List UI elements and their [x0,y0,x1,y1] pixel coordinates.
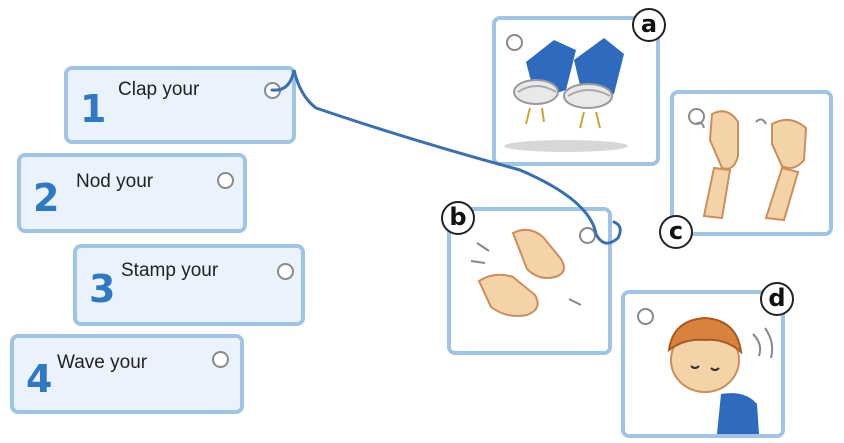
clapping-hands-icon [470,228,582,317]
phrase-number: 2 [33,176,60,220]
hole-icon [637,308,654,325]
phrase-text: Wave your [57,352,148,373]
phrase-tag-1[interactable]: 1 Clap your [64,66,296,144]
hole-icon [506,34,523,51]
phrase-text: Nod your [76,171,154,192]
phrase-number: 1 [80,87,107,131]
hole-icon [264,82,281,99]
phrase-number: 4 [26,357,53,401]
phrase-tag-4[interactable]: 4 Wave your [10,334,244,414]
hole-icon [217,172,234,189]
phrase-tag-3[interactable]: 3 Stamp your [73,244,305,326]
letter-badge-d: d [760,282,794,316]
picture-card-c[interactable] [670,90,833,236]
phrase-text: Clap your [118,79,200,100]
phrase-text: Stamp your [121,260,219,281]
nodding-boy-icon [667,316,774,434]
hole-icon [277,263,294,280]
letter-badge-a: a [632,8,666,42]
picture-card-d[interactable] [621,290,785,438]
hole-icon [212,351,229,368]
letter-badge-b: b [441,201,475,235]
letter-badge-c: c [659,215,693,249]
phrase-number: 3 [89,267,116,311]
stamping-feet-icon [504,38,628,152]
picture-card-a[interactable] [492,16,660,166]
waving-hands-icon [695,110,808,222]
picture-card-b[interactable] [447,207,612,355]
phrase-tag-2[interactable]: 2 Nod your [17,153,247,233]
